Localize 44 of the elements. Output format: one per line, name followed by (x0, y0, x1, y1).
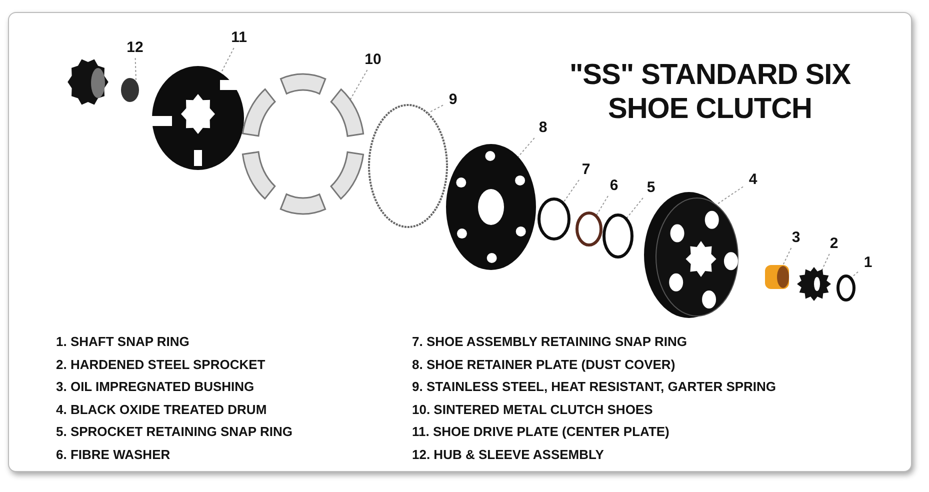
leader-line (626, 198, 644, 220)
parts-list-item: 2. HARDENED STEEL SPROCKET (56, 356, 266, 372)
leader-line (350, 70, 368, 100)
leader-line (562, 180, 580, 204)
leader-line (596, 196, 608, 216)
parts-list-item: 6. FIBRE WASHER (56, 446, 170, 462)
leader-line (220, 48, 234, 74)
callout-number: 7 (576, 160, 596, 180)
parts-list-item: 10. SINTERED METAL CLUTCH SHOES (412, 402, 653, 416)
snap-ring (536, 196, 572, 242)
leader-line (518, 138, 535, 158)
callout-number: 10 (360, 50, 386, 70)
parts-list-item: 1. SHAFT SNAP RING (56, 334, 190, 349)
callout-number: 2 (824, 234, 844, 254)
parts-list-item: 7. SHOE ASSEMBLY RETAINING SNAP RING (412, 334, 687, 349)
callout-number: 6 (604, 176, 624, 196)
snap-ring (835, 273, 857, 303)
parts-list-item: 12. HUB & SLEEVE ASSEMBLY (412, 446, 604, 462)
fibre-washer (574, 210, 604, 248)
garter-spring (366, 102, 450, 230)
parts-list-item: 5. SPROCKET RETAINING SNAP RING (56, 424, 292, 439)
callout-number: 12 (124, 38, 146, 58)
callout-number: 5 (641, 178, 661, 198)
leader-line (850, 271, 858, 278)
leader-line (822, 254, 830, 270)
snap-ring (601, 212, 635, 260)
callout-number: 11 (226, 28, 252, 48)
callout-number: 8 (533, 118, 553, 138)
leader-line (782, 248, 792, 266)
callout-number: 4 (743, 170, 763, 190)
parts-list-item: 11. SHOE DRIVE PLATE (CENTER PLATE) (412, 424, 670, 439)
parts-list-item: 9. STAINLESS STEEL, HEAT RESISTANT, GARTER SPRING (412, 379, 776, 394)
parts-list-item: 4. BLACK OXIDE TREATED DRUM (56, 402, 267, 416)
callout-number: 3 (786, 228, 806, 248)
leader-line (134, 58, 136, 82)
leader-line (428, 104, 444, 114)
title: "SS" STANDARD SIX SHOE CLUTCH (568, 58, 852, 126)
retainer-plate-drawing (444, 142, 538, 272)
callout-number: 1 (858, 253, 878, 273)
callout-number: 9 (443, 90, 463, 110)
parts-list-item: 8. SHOE RETAINER PLATE (DUST COVER) (412, 356, 676, 372)
bushing-drawing (763, 262, 791, 292)
leader-line (716, 186, 744, 206)
parts-list-item: 3. OIL IMPREGNATED BUSHING (56, 379, 254, 394)
